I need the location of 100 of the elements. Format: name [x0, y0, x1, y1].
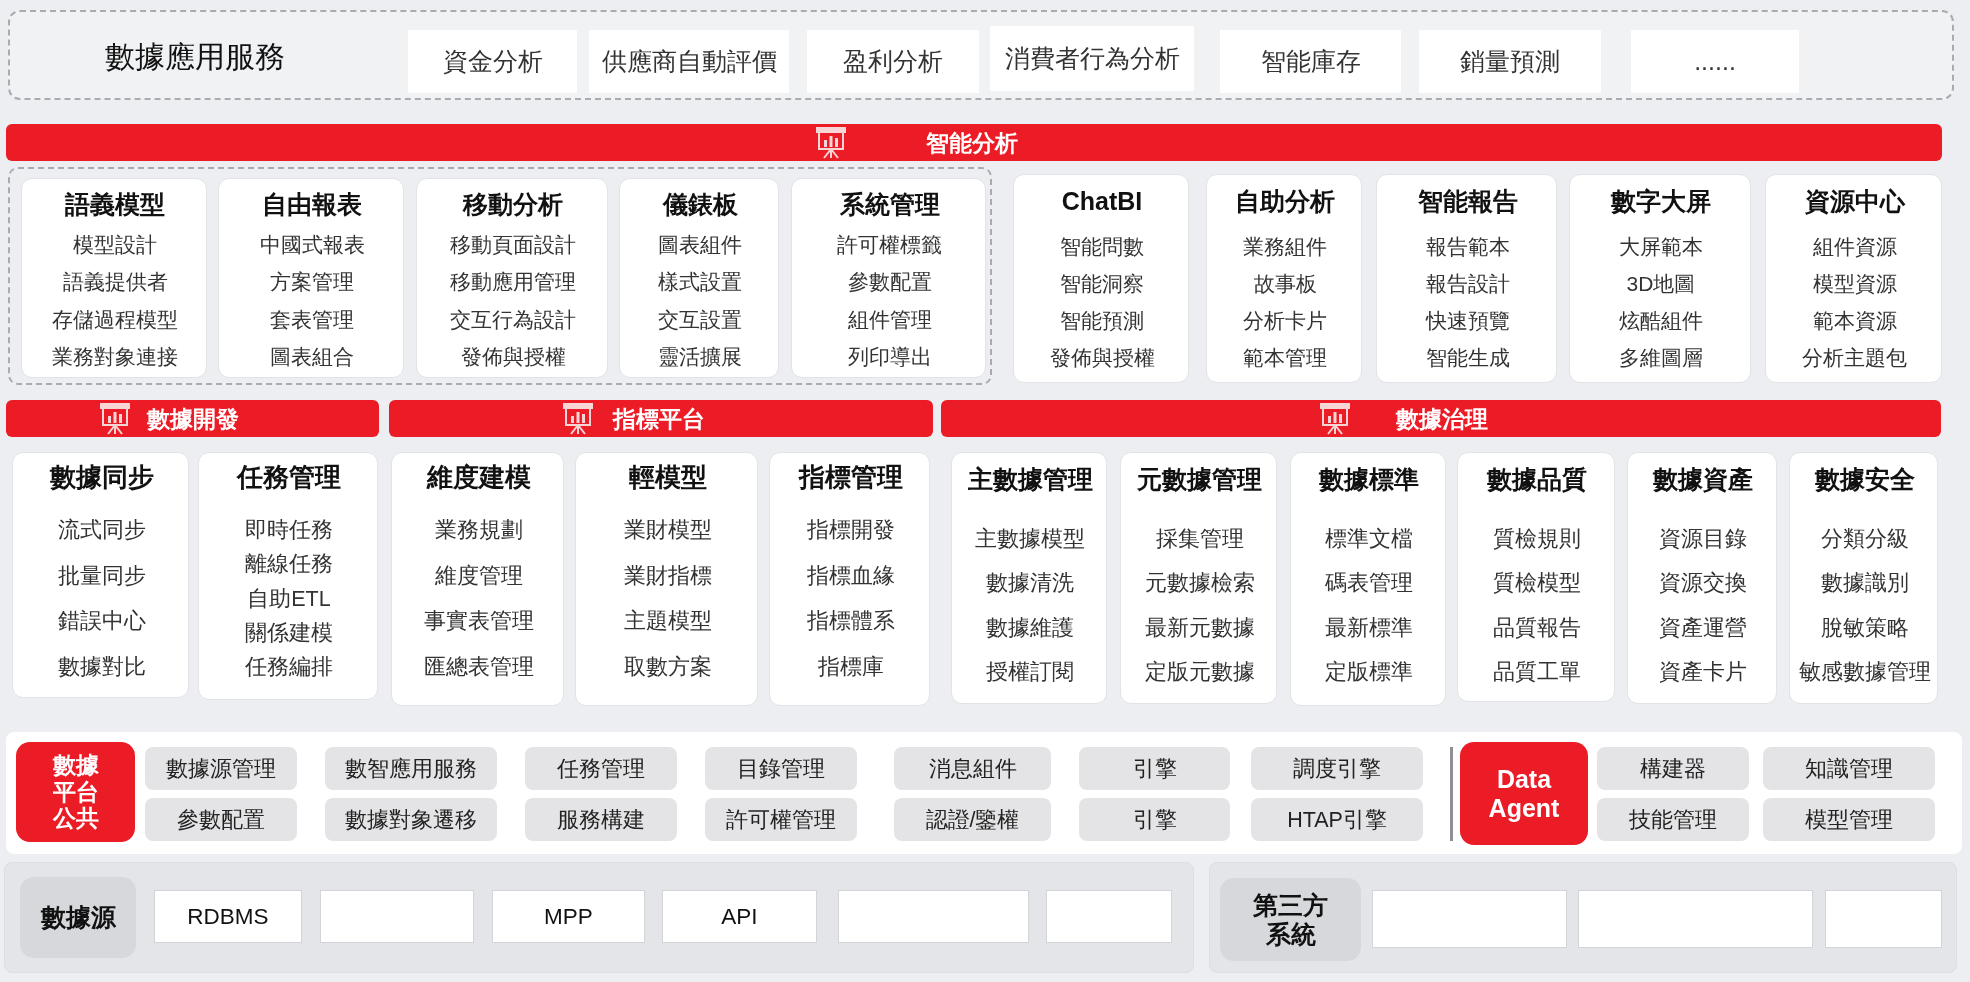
card-item: 分類分級	[1820, 526, 1909, 552]
card-item: 資產卡片	[1659, 659, 1747, 685]
dashed-panel	[8, 10, 1954, 100]
item-box: 供應商自動評價	[589, 30, 789, 93]
card-item: 交互行為設計	[450, 307, 576, 332]
card-item: 業務規劃	[434, 517, 523, 543]
section-title: 智能分析	[926, 129, 1018, 156]
card-title: 數字大屏	[1611, 186, 1711, 216]
card-item: 錯誤中心	[57, 608, 146, 634]
card-title: ChatBI	[1061, 186, 1143, 216]
module-card	[1569, 174, 1751, 383]
card-item: 組件資源	[1812, 234, 1897, 260]
card-item: 參數配置	[847, 270, 932, 295]
card-title: 移動分析	[463, 189, 563, 219]
card-item: 數據維護	[986, 615, 1074, 640]
card-item: 定版標準	[1325, 659, 1413, 685]
module-card	[1376, 174, 1557, 383]
module-card	[1206, 174, 1362, 383]
item-box: 引擎	[1079, 798, 1230, 841]
card-item: 列印導出	[847, 344, 932, 370]
module-card	[1457, 452, 1615, 702]
item-box: ......	[1631, 30, 1799, 93]
card-item: 快速預覽	[1425, 308, 1510, 334]
section-bar	[6, 124, 1942, 161]
item-box: 引擎	[1079, 747, 1230, 790]
card-item: 敏感數據管理	[1798, 659, 1931, 685]
card-item: 報告設計	[1425, 271, 1510, 297]
module-card	[391, 452, 564, 706]
card-item: 模型資源	[1812, 271, 1897, 297]
card-item: 交互設置	[658, 307, 742, 332]
item-box: 銷量預測	[1419, 30, 1601, 93]
dashed-group	[8, 167, 992, 385]
item-box: 目錄管理	[705, 747, 857, 790]
card-item: 任務編排	[245, 654, 333, 680]
card-item: 取數方案	[623, 654, 712, 680]
item-box: 智能庫存	[1220, 30, 1401, 93]
card-item: 範本管理	[1243, 345, 1327, 371]
section-title: 指標平台	[613, 405, 705, 432]
panel	[4, 862, 1194, 973]
item-box	[1578, 890, 1813, 948]
module-card	[951, 452, 1107, 704]
card-item: 質檢模型	[1493, 570, 1581, 596]
card-item: 3D地圖	[1626, 271, 1696, 297]
card-title: 維度建模	[426, 463, 531, 493]
card-item: 指標體系	[806, 608, 895, 634]
card-item: 主數據模型	[975, 526, 1085, 552]
module-card	[218, 178, 404, 378]
card-title: 語義模型	[65, 189, 165, 219]
card-item: 圖表組件	[658, 232, 742, 258]
card-item: 維度管理	[434, 563, 523, 588]
card-item: 流式同步	[57, 517, 146, 543]
card-title: 智能報告	[1417, 186, 1518, 216]
card-item: 數據對比	[57, 654, 146, 680]
item-box: 認證/鑒權	[894, 798, 1051, 841]
card-item: 大屏範本	[1619, 234, 1703, 260]
card-title: 系統管理	[839, 189, 940, 219]
module-card	[575, 452, 758, 706]
module-card	[619, 178, 779, 378]
card-item: 存儲過程模型	[52, 307, 178, 332]
module-card	[1013, 174, 1189, 383]
card-item: 資產運營	[1659, 615, 1747, 640]
card-item: 業財指標	[623, 563, 712, 588]
item-box	[838, 890, 1029, 943]
item-box: 知識管理	[1763, 747, 1935, 790]
module-card	[21, 178, 207, 378]
card-item: 組件管理	[847, 307, 932, 332]
item-box	[320, 890, 474, 943]
item-box: 模型管理	[1763, 798, 1935, 841]
card-item: 智能預測	[1060, 308, 1144, 334]
card-title: 數據資產	[1653, 464, 1753, 494]
module-card	[12, 452, 189, 698]
item-box: 許可權管理	[705, 798, 857, 841]
card-item: 故事板	[1253, 271, 1317, 297]
module-card	[769, 452, 930, 706]
module-card	[791, 178, 986, 378]
card-item: 圖表組合	[270, 344, 354, 370]
card-item: 資源交換	[1659, 570, 1747, 596]
card-item: 智能生成	[1425, 345, 1510, 371]
card-title: 數據品質	[1487, 464, 1587, 494]
card-title: 指標管理	[798, 463, 903, 493]
card-item: 即時任務	[245, 517, 333, 543]
item-box: 服務構建	[525, 798, 677, 841]
card-item: 主題模型	[623, 608, 712, 634]
item-box: 數智應用服務	[325, 747, 497, 790]
item-box: 構建器	[1597, 747, 1749, 790]
module-card	[1290, 452, 1446, 706]
item-box	[1046, 890, 1172, 943]
module-card	[1789, 452, 1938, 704]
card-item: 發佈與授權	[460, 344, 566, 370]
card-item: 資源目錄	[1659, 526, 1747, 552]
item-box: 資金分析	[408, 30, 577, 93]
card-item: 事實表管理	[423, 608, 534, 634]
card-item: 數據識別	[1820, 570, 1909, 596]
item-box: API	[662, 890, 817, 943]
card-item: 移動應用管理	[450, 270, 576, 295]
card-item: 套表管理	[270, 307, 354, 332]
card-item: 指標開發	[806, 517, 895, 543]
card-item: 分析卡片	[1243, 308, 1327, 334]
card-item: 質檢規則	[1493, 526, 1581, 552]
card-item: 自助ETL	[247, 586, 331, 611]
